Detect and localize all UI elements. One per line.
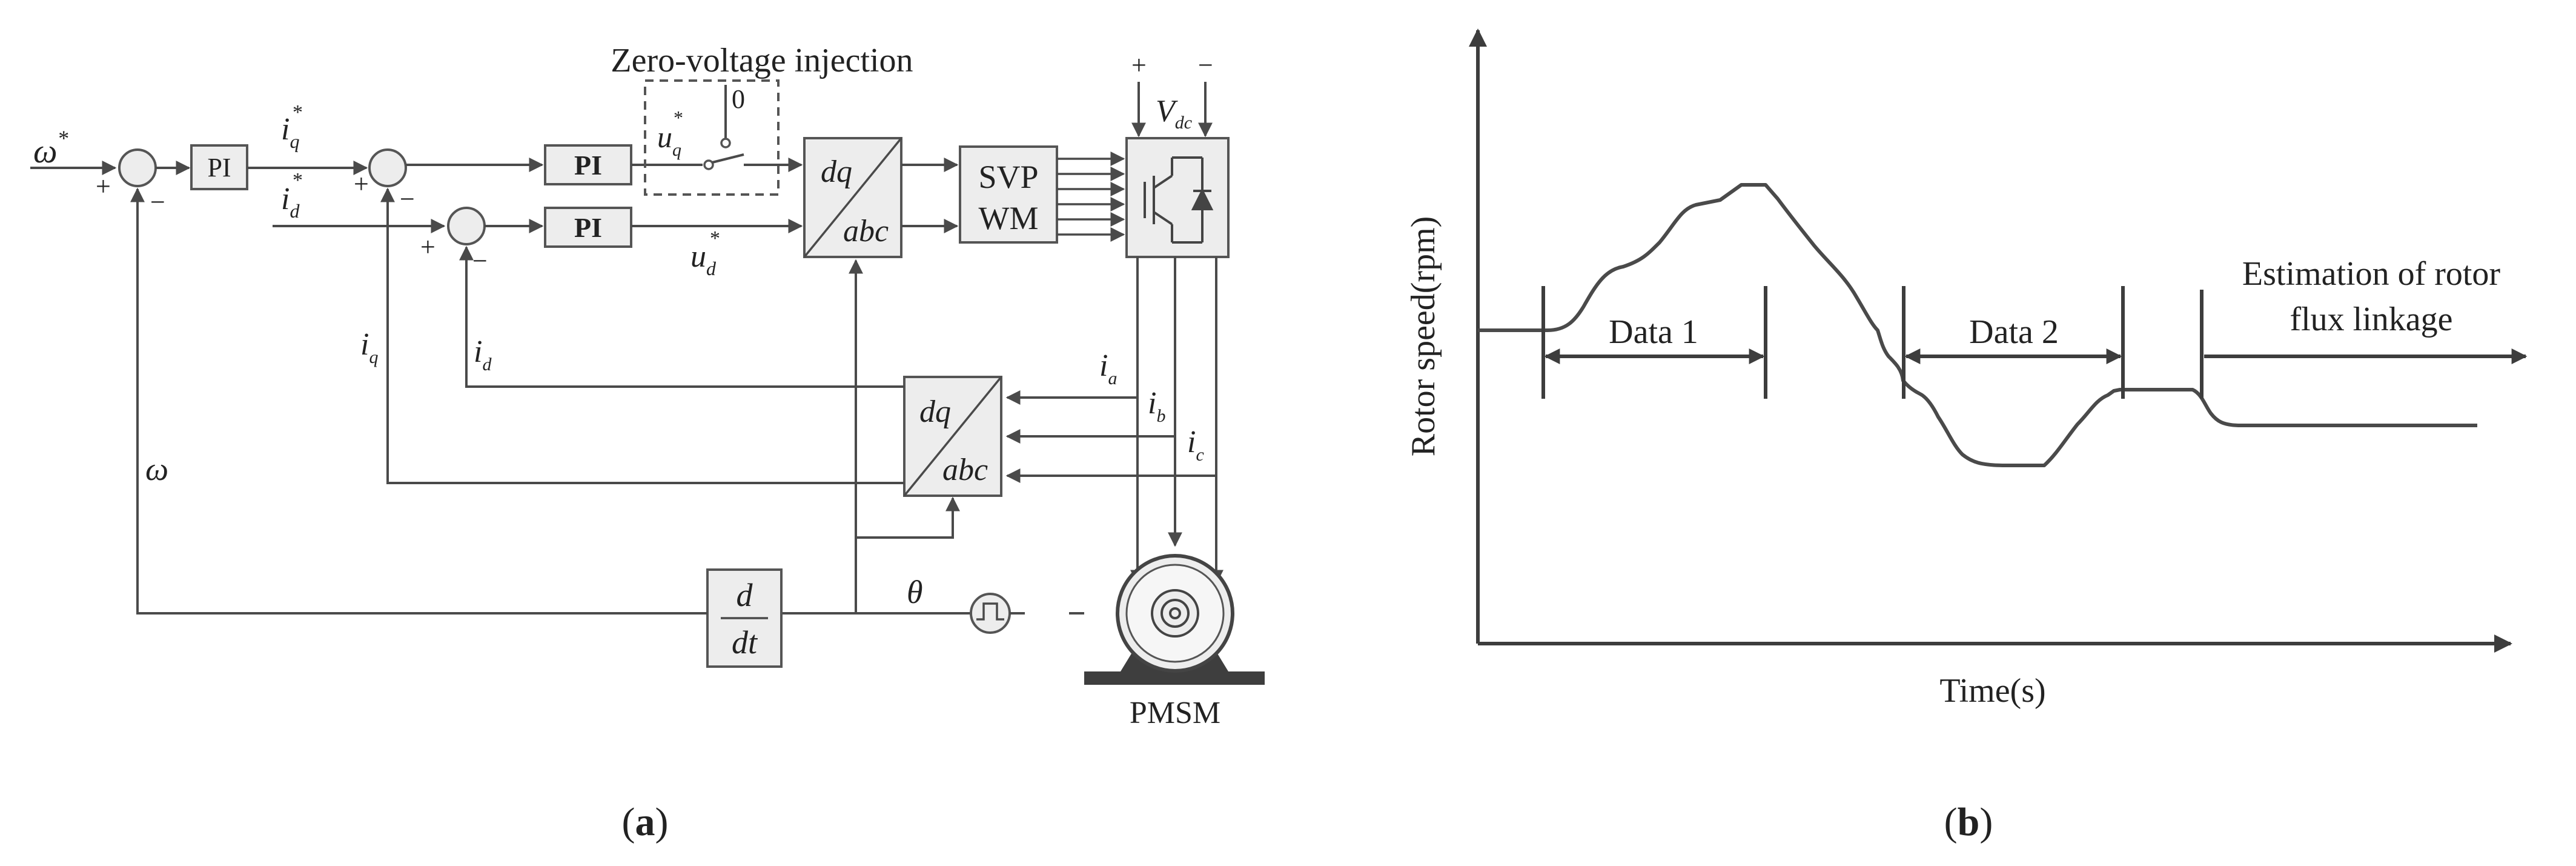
pi-d-block xyxy=(544,207,632,248)
inverse-park-dq: dq xyxy=(821,155,852,189)
sum1-plus: + xyxy=(96,172,111,201)
inverse-park-diagonal xyxy=(803,137,902,258)
ud-ref-label: ud xyxy=(690,239,717,279)
x-axis-label: Time(s) xyxy=(1939,672,2045,710)
zero-terminal xyxy=(720,138,731,148)
zero-voltage-injection-title: Zero-voltage injection xyxy=(611,42,913,79)
id-feedback-line xyxy=(459,245,904,388)
svpwm-label-2: WM xyxy=(979,200,1039,236)
ib-label: ib xyxy=(1148,386,1165,426)
y-axis-label: Rotor speed(rpm) xyxy=(1405,216,1442,457)
sum3-plus: + xyxy=(420,232,435,262)
uq-ref-sup: * xyxy=(674,107,683,128)
ia-label: ia xyxy=(1099,348,1117,388)
sum2-minus: − xyxy=(400,184,415,214)
iq-ref-sup: * xyxy=(293,101,303,124)
inverse-park-abc: abc xyxy=(843,214,889,248)
panel-b-speed-profile: Rotor speed(rpm) Time(s) Data 1 Data 2 E… xyxy=(1405,28,2528,844)
iq-sum-junction xyxy=(368,148,407,187)
pwm-signal-lines xyxy=(1057,152,1125,242)
pmsm-label: PMSM xyxy=(1130,696,1220,730)
park-abc: abc xyxy=(942,453,988,487)
rotor-speed-curve xyxy=(1478,183,2477,467)
caption-a: (a) xyxy=(622,800,669,844)
id-ref-sup: * xyxy=(293,169,303,192)
sum3-minus: − xyxy=(472,246,488,276)
estimation-label-line1: Estimation of rotor xyxy=(2242,255,2501,293)
iq-feedback-line xyxy=(380,187,904,484)
derivative-denominator: dt xyxy=(732,624,758,661)
data1-label: Data 1 xyxy=(1609,313,1698,351)
iq-ref-label: iq xyxy=(281,112,299,152)
zero-voltage-injection-box xyxy=(644,79,780,196)
uq-ref-label: uq xyxy=(657,120,681,160)
iq-fb-label: iq xyxy=(360,327,378,367)
ic-label: ic xyxy=(1187,425,1204,465)
park-dq: dq xyxy=(919,395,951,429)
omega-fb-label: ω xyxy=(145,451,168,487)
pi-q-label: PI xyxy=(574,150,602,181)
ud-ref-sup: * xyxy=(710,227,720,250)
pi-q-block xyxy=(544,144,632,185)
omega-feedback-line xyxy=(130,187,707,615)
id-ref-label: id xyxy=(281,182,300,222)
encoder-icon xyxy=(970,593,1011,634)
switch-blade[interactable] xyxy=(712,153,744,164)
sum2-plus: + xyxy=(354,169,369,199)
switch-pivot xyxy=(703,159,714,170)
vdc-minus: − xyxy=(1198,50,1213,80)
sum1-minus: − xyxy=(150,187,165,217)
id-sum-junction xyxy=(447,207,486,245)
zero-label: 0 xyxy=(732,84,745,114)
vdc-label: Vdc xyxy=(1156,94,1192,133)
vdc-plus: + xyxy=(1131,50,1147,80)
inverter-block xyxy=(1125,137,1230,258)
igbt-icon xyxy=(1144,156,1214,244)
speed-pi-label: PI xyxy=(207,153,231,182)
caption-b: (b) xyxy=(1944,800,1993,844)
pi-d-label: PI xyxy=(574,212,602,243)
panel-a-block-diagram: ω* + − PI iq * + − PI id * + − PI xyxy=(30,42,1265,844)
park-diagonal xyxy=(903,376,1002,497)
theta-label: θ xyxy=(907,574,923,610)
estimation-label-line2: flux linkage xyxy=(2290,301,2452,338)
pulse-icon xyxy=(976,602,1004,621)
pmsm-motor-icon xyxy=(1084,554,1265,685)
speed-sum-junction xyxy=(118,148,157,187)
omega-ref-label: ω* xyxy=(33,126,68,170)
theta-to-park-line xyxy=(856,496,960,539)
derivative-numerator: d xyxy=(737,577,753,613)
data2-label: Data 2 xyxy=(1969,313,2059,351)
svpwm-label-1: SVP xyxy=(978,159,1038,195)
svpwm-block xyxy=(959,145,1058,244)
id-fb-label: id xyxy=(474,335,492,375)
